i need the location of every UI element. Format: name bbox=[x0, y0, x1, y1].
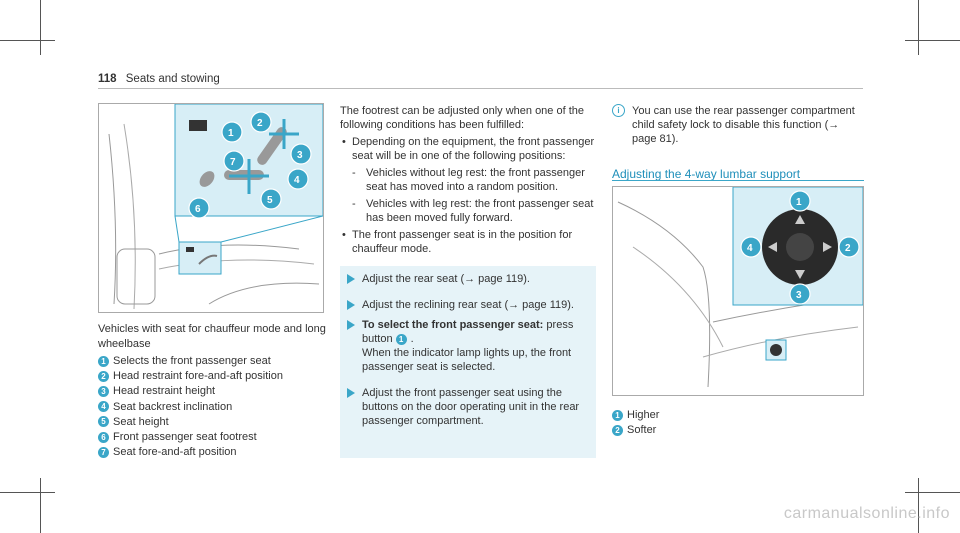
lumbar-callout-3: 3 bbox=[796, 290, 802, 301]
left-caption: Vehicles with seat for chauffeur mode an… bbox=[98, 322, 333, 460]
lumbar-callout-4: 4 bbox=[747, 243, 753, 254]
callout-5: 5 bbox=[267, 195, 273, 206]
crop-mark bbox=[0, 40, 55, 41]
lumbar-figure: 1 2 3 4 bbox=[612, 186, 864, 396]
bullet-item: •Depending on the equipment, the front p… bbox=[342, 136, 595, 162]
section-rule bbox=[612, 180, 864, 181]
section-name: Seats and stowing bbox=[125, 73, 220, 85]
callout-7: 7 bbox=[230, 157, 236, 168]
seat-controls-figure: 1 2 3 4 5 6 7 bbox=[98, 103, 324, 313]
crop-mark bbox=[0, 492, 55, 493]
crop-mark bbox=[918, 0, 919, 55]
crop-mark bbox=[905, 40, 960, 41]
crop-mark bbox=[40, 0, 41, 55]
lumbar-illustration: 1 2 3 4 bbox=[613, 187, 863, 395]
lumbar-callout-2: 2 bbox=[845, 243, 851, 254]
step: Adjust the rear seat (→ page 119). bbox=[347, 272, 590, 286]
door-illustration: 1 2 3 4 5 6 7 bbox=[99, 104, 323, 312]
step: To select the front passenger seat: pres… bbox=[347, 318, 590, 374]
header-rule bbox=[98, 88, 863, 89]
instruction-panel: Adjust the rear seat (→ page 119). Adjus… bbox=[340, 266, 596, 458]
watermark: carmanualsonline.info bbox=[783, 505, 950, 522]
lumbar-callout-1: 1 bbox=[796, 197, 802, 208]
callout-1: 1 bbox=[228, 128, 234, 139]
step: Adjust the reclining rear seat (→ page 1… bbox=[347, 298, 590, 312]
bullet-item: •The front passenger seat is in the posi… bbox=[342, 229, 573, 255]
info-note: i You can use the rear passenger compart… bbox=[612, 104, 862, 146]
sub-item: -Vehicles with leg rest: the front passe… bbox=[352, 198, 594, 224]
sub-item: -Vehicles without leg rest: the front pa… bbox=[352, 167, 585, 193]
page-number: 118 bbox=[98, 73, 117, 85]
caption-title: Vehicles with seat for chauffeur mode an… bbox=[98, 323, 326, 350]
callout-3: 3 bbox=[297, 150, 303, 161]
callout-6: 6 bbox=[195, 204, 201, 215]
intro-text: The footrest can be adjusted only when o… bbox=[340, 105, 584, 131]
callout-4: 4 bbox=[294, 175, 300, 186]
step: Adjust the front passenger seat using th… bbox=[347, 386, 590, 428]
section-title: Adjusting the 4-way lumbar support bbox=[612, 167, 801, 181]
middle-column: The footrest can be adjusted only when o… bbox=[340, 104, 596, 458]
crop-mark bbox=[918, 478, 919, 533]
callout-2: 2 bbox=[257, 118, 263, 129]
crop-mark bbox=[905, 492, 960, 493]
page-header: 118 Seats and stowing bbox=[98, 73, 220, 85]
crop-mark bbox=[40, 478, 41, 533]
info-icon: i bbox=[612, 104, 625, 117]
